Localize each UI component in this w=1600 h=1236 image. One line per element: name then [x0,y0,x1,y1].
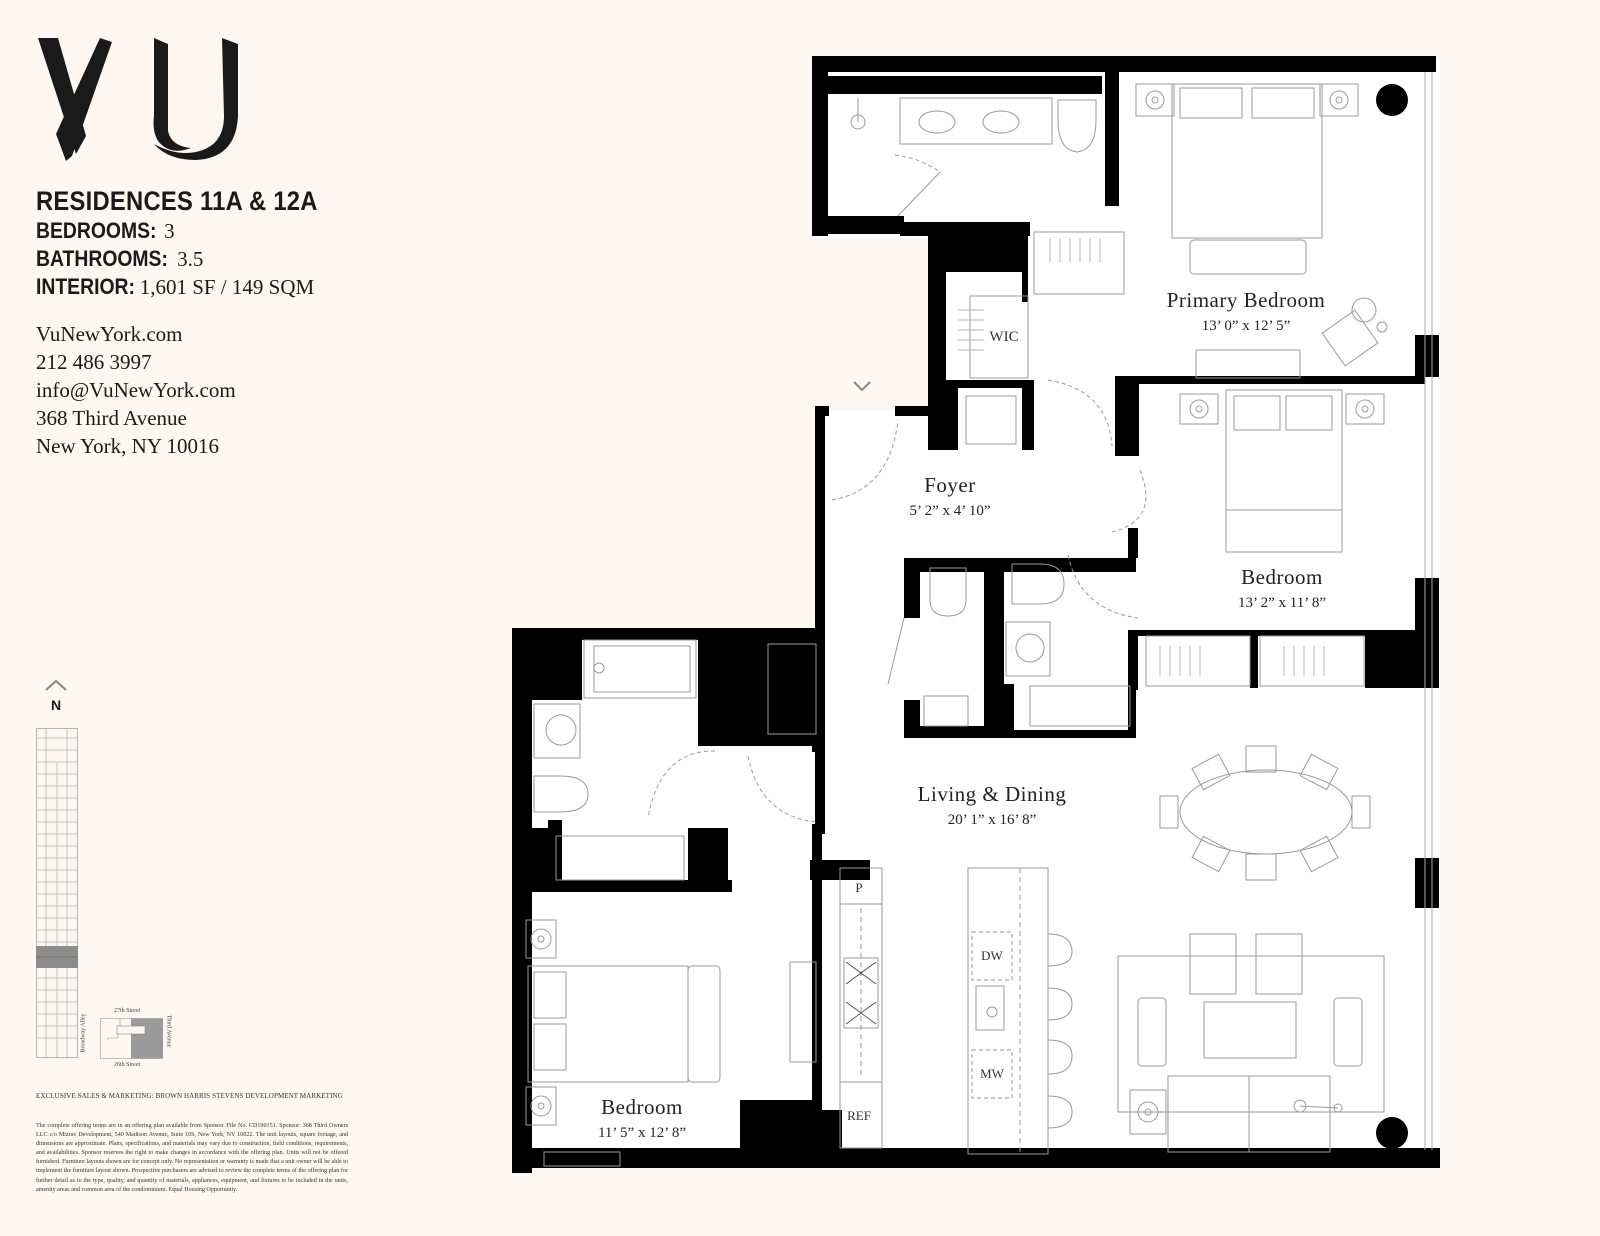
vu-logo [38,38,238,161]
contact-block: VuNewYork.com 212 486 3997 info@VuNewYor… [36,320,236,460]
street-label-south: 26th Street [114,1062,141,1068]
site-plan-icon [100,1018,163,1059]
entry-chevron-icon [853,381,871,392]
north-label: N [50,697,62,713]
room-dimensions: 11’ 5” x 12’ 8” [597,1125,687,1141]
room-dimensions: 13’ 2” x 11’ 8” [1237,595,1327,611]
cooktop-icon [845,961,877,1025]
pantry-label: P [855,880,863,895]
fixtures [525,83,1388,1167]
address-line1: 368 Third Avenue [36,406,187,430]
room-name: Living & Dining [917,782,1067,806]
microwave-label: MW [980,1066,1004,1081]
residence-title: RESIDENCES 11A & 12A [36,186,318,216]
north-arrow-icon [45,679,67,691]
address-line2: New York, NY 10016 [36,434,219,458]
building-elevation-icon [36,728,78,1058]
dishwasher-label: DW [981,948,1003,963]
unit-floor [520,60,1440,1165]
room-name: Bedroom [1241,565,1323,589]
email-link[interactable]: info@VuNewYork.com [36,378,236,402]
spec-key: BEDROOMS: [36,218,157,243]
marketing-credit: EXCLUSIVE SALES & MARKETING: BROWN HARRI… [36,1092,343,1100]
website-link[interactable]: VuNewYork.com [36,322,183,346]
spec-value: 1,601 SF / 149 SQM [139,275,315,299]
walls [512,56,1440,1173]
room-name: Foyer [924,473,976,497]
spec-value: 3.5 [177,247,204,271]
room-dimensions: 5’ 2” x 4’ 10” [909,503,991,519]
spec-key: INTERIOR: [36,274,135,299]
room-dimensions: 20’ 1” x 16’ 8” [947,812,1037,828]
street-label-north: 27th Street [114,1008,141,1014]
room-dimensions: 13’ 0” x 12’ 5” [1201,318,1291,334]
spec-bathrooms: BATHROOMS: 3.5 [36,246,203,272]
room-name: Primary Bedroom [1166,288,1326,312]
north-indicator: N [42,678,70,713]
refrigerator-label: REF [847,1108,871,1123]
spec-bedrooms: BEDROOMS: 3 [36,218,175,244]
spec-value: 3 [164,219,175,243]
room-name: Bedroom [601,1095,683,1119]
wic-label: WIC [989,329,1019,345]
window-wall [1424,72,1433,1150]
legal-disclaimer: The complete offering terms are in an of… [36,1123,348,1193]
phone-number[interactable]: 212 486 3997 [36,350,152,374]
spec-interior: INTERIOR: 1,601 SF / 149 SQM [36,274,314,300]
spec-key: BATHROOMS: [36,246,168,271]
